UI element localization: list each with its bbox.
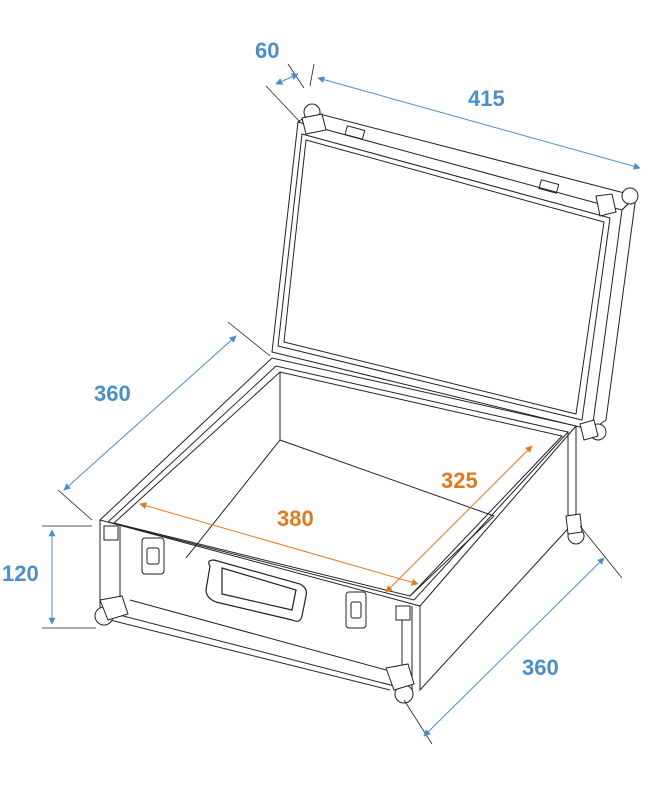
inner-dimension-lines [139, 445, 533, 593]
ball-corners [94, 513, 585, 704]
extension-lines [42, 63, 623, 745]
outer-dimension-lines [48, 73, 641, 737]
height-label: 120 [2, 561, 39, 586]
inner-depth-label: 325 [441, 468, 478, 493]
lid-depth-label: 60 [255, 38, 280, 63]
lid-width-label: 415 [468, 86, 505, 111]
inner-width-label: 380 [277, 506, 314, 531]
depth-right-label: 360 [522, 655, 559, 680]
depth-left-label: 360 [94, 381, 131, 406]
